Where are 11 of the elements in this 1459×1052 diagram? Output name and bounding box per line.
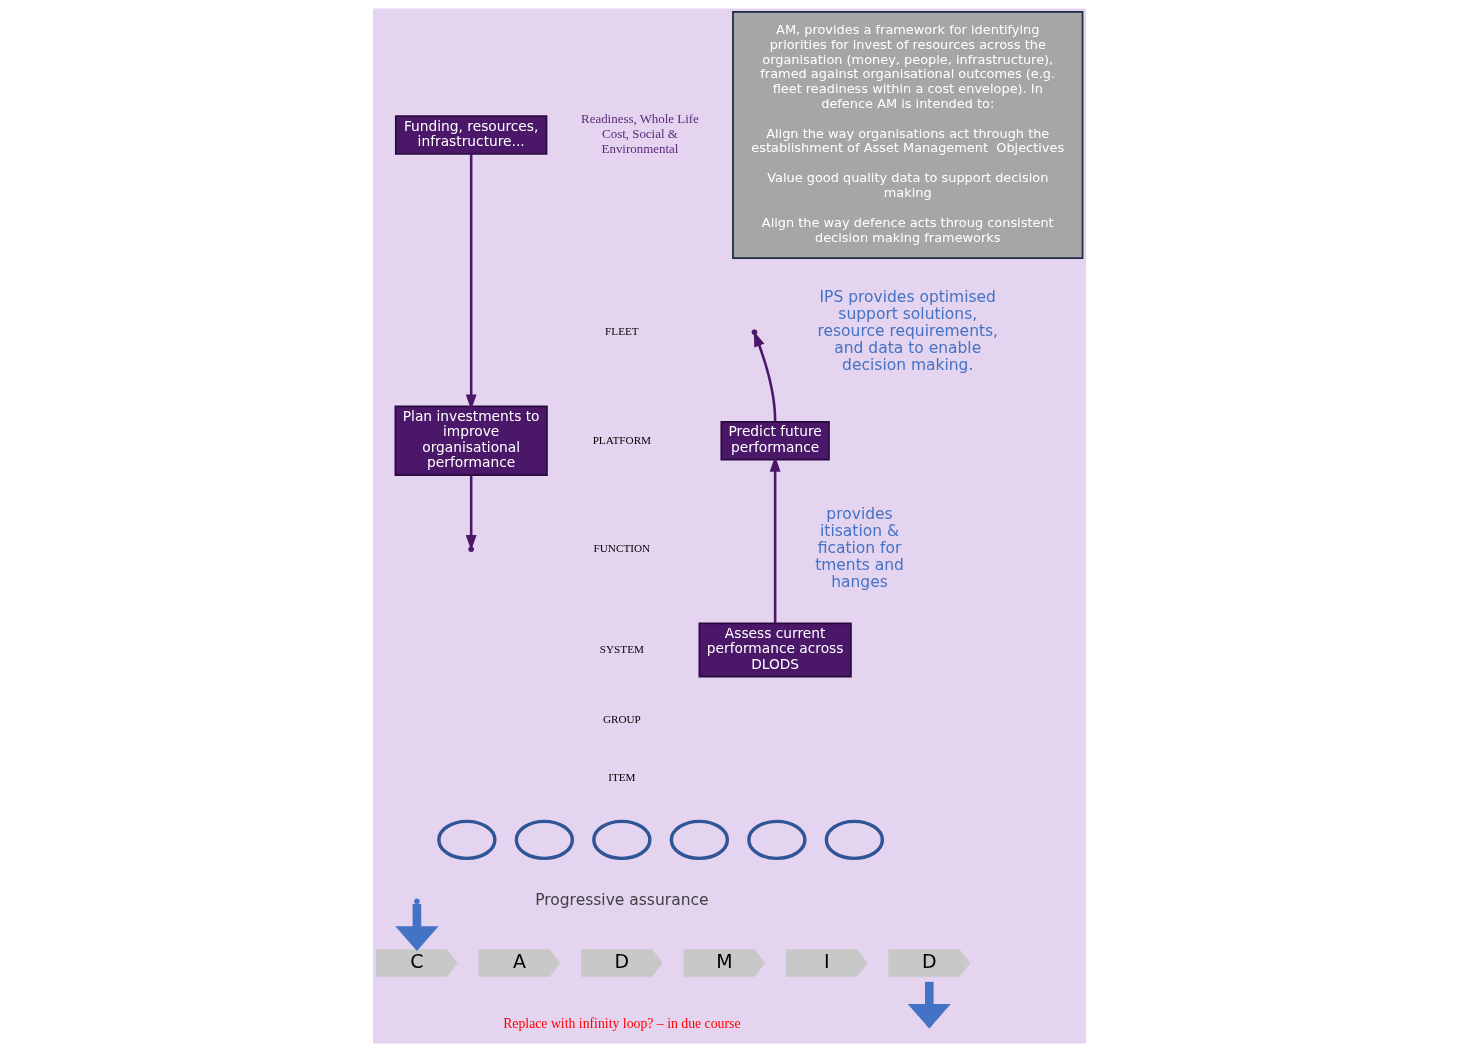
label: provides itisation & fication for tments and hanges xyxy=(815,504,904,592)
label: GROUP xyxy=(602,712,641,725)
label: FLEET xyxy=(605,325,639,338)
label: IPS provides optimised support solutions, resource requirements, and data to enable decision making. xyxy=(817,287,999,375)
label: SYSTEM xyxy=(599,642,644,655)
label: Replace with infinity loop? – in due course xyxy=(503,1015,741,1031)
label: PLATFORM xyxy=(592,433,652,446)
label: ITEM xyxy=(608,771,636,784)
label: FUNCTION xyxy=(593,542,651,555)
label: Readiness, Whole Life Cost, Social & Environmental xyxy=(581,111,699,156)
label: Progressive assurance xyxy=(535,891,709,910)
